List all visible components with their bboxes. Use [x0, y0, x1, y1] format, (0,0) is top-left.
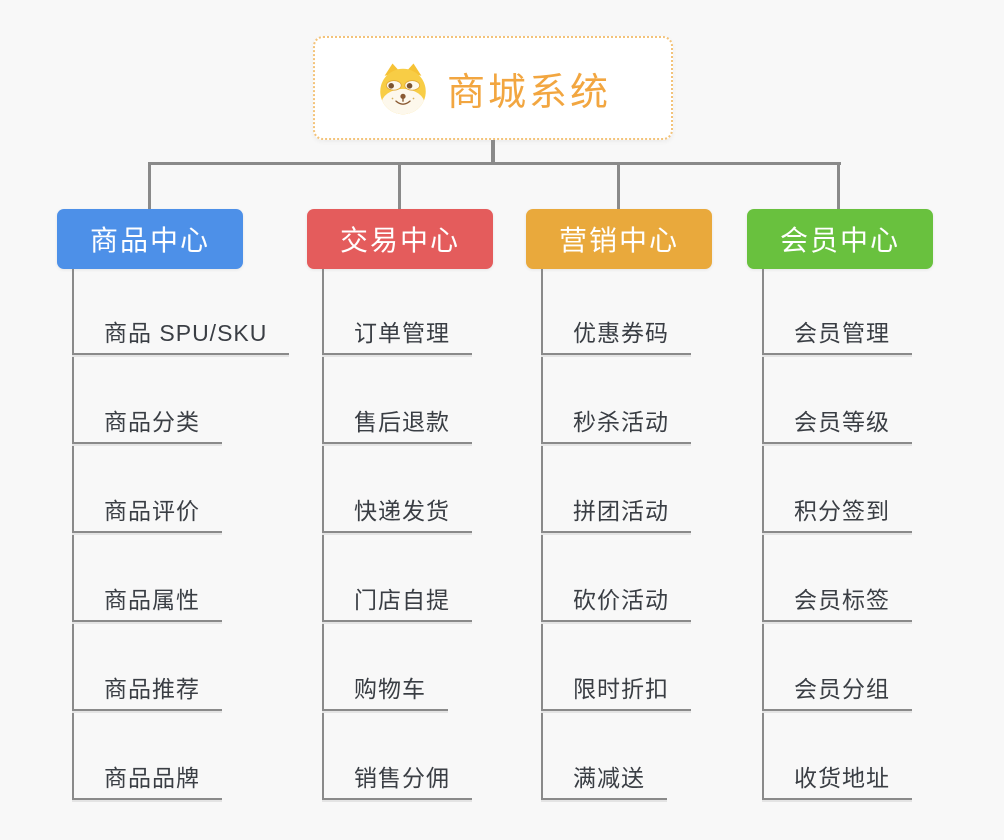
leaf-node[interactable]: 商品分类 [72, 402, 222, 444]
connector-trunk-marketing [541, 269, 543, 801]
leaf-node[interactable]: 商品评价 [72, 491, 222, 533]
leaf-node[interactable]: 限时折扣 [541, 669, 691, 711]
leaf-node[interactable]: 售后退款 [322, 402, 472, 444]
leaf-node[interactable]: 积分签到 [762, 491, 912, 533]
leaf-node[interactable]: 会员等级 [762, 402, 912, 444]
dog-icon [380, 63, 426, 115]
connector-drop-3 [617, 162, 620, 209]
leaf-node[interactable]: 砍价活动 [541, 580, 691, 622]
connector-drop-1 [148, 162, 151, 209]
leaf-node[interactable]: 秒杀活动 [541, 402, 691, 444]
leaf-node[interactable]: 购物车 [322, 669, 448, 711]
connector-drop-2 [398, 162, 401, 209]
leaf-node[interactable]: 商品品牌 [72, 758, 222, 800]
branch-node-product[interactable]: 商品中心 [57, 209, 243, 269]
connector-trunk-trade [322, 269, 324, 801]
leaf-node[interactable]: 满减送 [541, 758, 667, 800]
root-title: 商城系统 [446, 71, 611, 114]
connector-trunk-member [762, 269, 764, 801]
leaf-node[interactable]: 拼团活动 [541, 491, 691, 533]
leaf-node[interactable]: 收货地址 [762, 758, 912, 800]
leaf-node[interactable]: 会员标签 [762, 580, 912, 622]
leaf-node[interactable]: 商品 SPU/SKU [72, 313, 290, 355]
leaf-node[interactable]: 会员管理 [762, 313, 912, 355]
leaf-node[interactable]: 商品推荐 [72, 669, 222, 711]
branch-node-member[interactable]: 会员中心 [747, 209, 933, 269]
connector-drop-4 [837, 162, 840, 209]
leaf-node[interactable]: 订单管理 [322, 313, 472, 355]
leaf-node[interactable]: 门店自提 [322, 580, 472, 622]
leaf-node[interactable]: 优惠券码 [541, 313, 691, 355]
leaf-node[interactable]: 销售分佣 [322, 758, 472, 800]
leaf-node[interactable]: 快递发货 [322, 491, 472, 533]
leaf-node[interactable]: 商品属性 [72, 580, 222, 622]
leaf-node[interactable]: 会员分组 [762, 669, 912, 711]
root-node[interactable]: 商城系统 [313, 36, 673, 140]
branch-node-trade[interactable]: 交易中心 [307, 209, 493, 269]
connector-root-stem [491, 140, 495, 163]
connector-trunk-product [72, 269, 74, 801]
branch-node-marketing[interactable]: 营销中心 [526, 209, 712, 269]
connector-horizontal [148, 162, 841, 165]
